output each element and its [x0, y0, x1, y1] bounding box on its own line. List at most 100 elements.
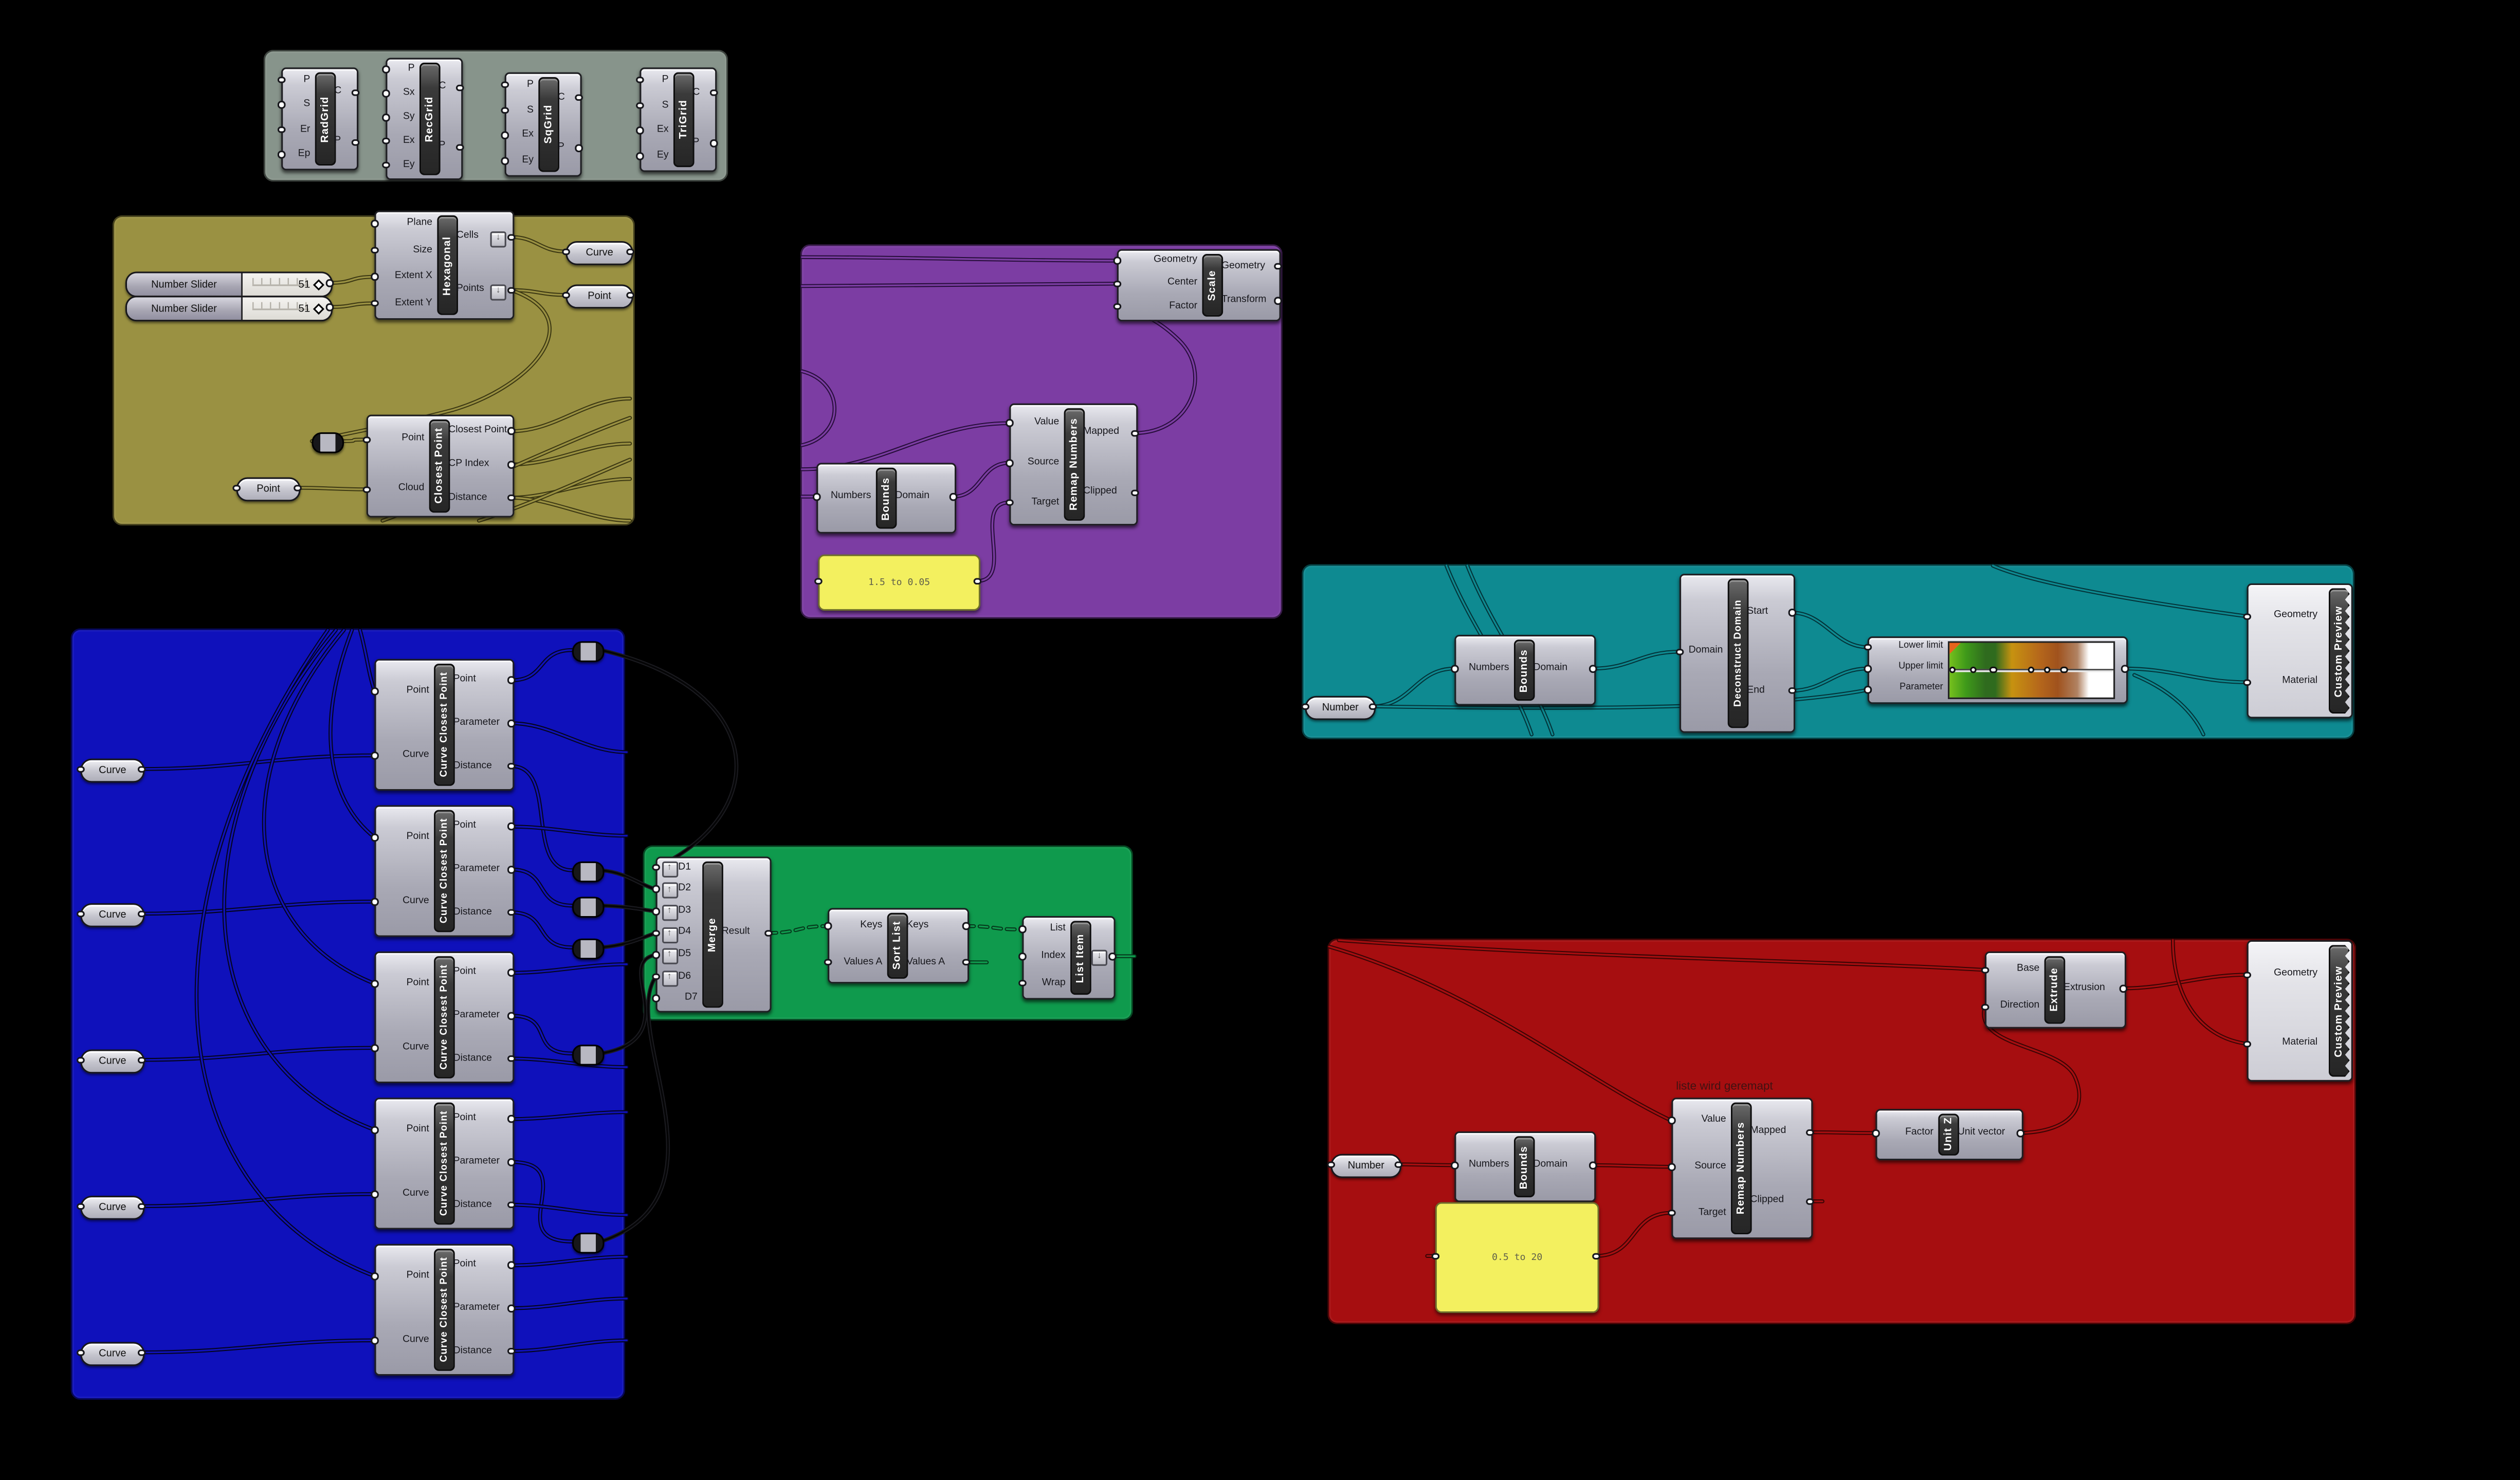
port-gradient-out[interactable] [2121, 665, 2128, 672]
port-sqgrid-in-0[interactable] [501, 81, 508, 88]
port-merge-in-1[interactable] [652, 886, 659, 893]
data-panel[interactable]: 1.5 to 0.05 [818, 555, 980, 611]
port-pointPill2-in[interactable] [232, 484, 240, 491]
gradient-handle[interactable] [2060, 667, 2068, 674]
port-ccp2-out-2[interactable] [507, 908, 515, 916]
component-sortlist[interactable]: Sort List [828, 908, 969, 983]
relay-node[interactable] [572, 897, 605, 918]
port-panelR-in[interactable] [1432, 1252, 1439, 1259]
port-ccp2-out-0[interactable] [507, 823, 515, 830]
port-remapP-in-0[interactable] [1006, 419, 1013, 427]
port-closestPoint-out-2[interactable] [507, 494, 515, 501]
port-radgrid-out-1[interactable] [352, 138, 359, 145]
component-cpreviewT[interactable]: Custom Preview [2247, 583, 2353, 719]
port-ccp5-out-0[interactable] [507, 1262, 515, 1269]
pill-curve[interactable]: Curve [80, 759, 144, 783]
port-remapR-in-2[interactable] [1668, 1209, 1675, 1216]
port-remapP-out-1[interactable] [1131, 489, 1138, 496]
port-sortlist-out-1[interactable] [962, 959, 970, 966]
port-ccp5-out-2[interactable] [507, 1347, 515, 1355]
port-curvePillB4-in[interactable] [77, 1202, 84, 1210]
port-remapR-out-1[interactable] [1806, 1198, 1813, 1205]
port-listitem-out-0[interactable] [1108, 953, 1116, 960]
pill-curve[interactable]: Curve [80, 903, 144, 927]
pill-curve[interactable]: Curve [80, 1342, 144, 1366]
port-radgrid-in-0[interactable] [278, 76, 285, 83]
pill-point[interactable]: Point [565, 284, 633, 308]
port-curvePill-in[interactable] [562, 248, 569, 255]
port-ccp2-out-1[interactable] [507, 866, 515, 873]
port-pointPill-in[interactable] [562, 291, 569, 298]
graft-up-button[interactable]: ↑ [661, 883, 677, 899]
port-recgrid-in-0[interactable] [382, 66, 389, 73]
port-unitz-out-0[interactable] [2017, 1129, 2024, 1137]
graft-up-button[interactable]: ↑ [661, 926, 677, 942]
pill-curve[interactable]: Curve [80, 1049, 144, 1073]
gradient-handle[interactable] [2044, 667, 2051, 674]
port-ccp1-in-1[interactable] [371, 752, 378, 759]
port-slider1-out[interactable] [326, 279, 333, 286]
port-extrude-out-0[interactable] [2120, 984, 2127, 992]
port-ccp3-in-1[interactable] [371, 1044, 378, 1051]
port-boundsT-in-0[interactable] [1451, 665, 1458, 672]
port-merge-out-0[interactable] [764, 929, 772, 937]
port-gradient-in-2[interactable] [1864, 686, 1871, 693]
port-closestPoint-out-1[interactable] [507, 461, 515, 468]
relay-node[interactable] [572, 641, 605, 662]
port-listitem-in-0[interactable] [1018, 926, 1026, 933]
port-curvePillB3-out[interactable] [138, 1056, 145, 1064]
port-panelP-in[interactable] [814, 577, 821, 584]
port-cpreviewR-in-0[interactable] [2243, 971, 2250, 978]
port-pointPill2-out[interactable] [294, 484, 301, 491]
port-sortlist-in-0[interactable] [824, 922, 831, 929]
group-curve-closest-points[interactable] [71, 628, 626, 1400]
gradient-bar[interactable] [1948, 641, 2115, 699]
port-ccp1-out-1[interactable] [507, 720, 515, 727]
relay-node[interactable] [312, 432, 344, 453]
port-sqgrid-in-2[interactable] [501, 132, 508, 139]
port-curvePillB5-out[interactable] [138, 1349, 145, 1356]
port-panelP-out[interactable] [974, 577, 981, 584]
port-boundsR-out-0[interactable] [1589, 1161, 1596, 1168]
component-cpreviewR[interactable]: Custom Preview [2247, 940, 2353, 1082]
port-deconstruct-in-0[interactable] [1676, 648, 1683, 655]
port-scale-in-2[interactable] [1113, 303, 1121, 310]
port-curvePillB3-in[interactable] [77, 1056, 84, 1064]
port-ccp4-out-0[interactable] [507, 1116, 515, 1123]
port-listitem-in-2[interactable] [1018, 979, 1026, 986]
port-curvePillB4-out[interactable] [138, 1202, 145, 1210]
port-scale-in-1[interactable] [1113, 280, 1121, 287]
pill-curve[interactable]: Curve [80, 1196, 144, 1220]
relay-node[interactable] [572, 1233, 605, 1254]
port-boundsR-in-0[interactable] [1451, 1161, 1458, 1168]
port-recgrid-in-3[interactable] [382, 137, 389, 144]
port-remapP-in-2[interactable] [1006, 499, 1013, 506]
port-numberPillT-out[interactable] [1369, 703, 1376, 710]
port-curvePillB5-in[interactable] [77, 1349, 84, 1356]
port-radgrid-in-3[interactable] [278, 151, 285, 158]
port-listitem-in-1[interactable] [1018, 953, 1026, 960]
port-ccp5-in-1[interactable] [371, 1337, 378, 1344]
slider-track[interactable]: 51 [243, 273, 331, 296]
expand-down-button[interactable]: ↓ [490, 284, 506, 300]
port-boundsP-in-0[interactable] [813, 493, 820, 500]
port-remapR-out-0[interactable] [1806, 1128, 1813, 1136]
port-sortlist-out-0[interactable] [962, 922, 970, 929]
port-sortlist-in-1[interactable] [824, 959, 831, 966]
port-hexagonal-in-0[interactable] [371, 220, 378, 227]
port-curvePillB2-out[interactable] [138, 910, 145, 917]
port-radgrid-in-1[interactable] [278, 101, 285, 108]
port-ccp5-out-1[interactable] [507, 1305, 515, 1312]
port-trigrid-in-0[interactable] [636, 77, 643, 84]
port-ccp3-out-0[interactable] [507, 969, 515, 976]
port-cpreviewT-in-0[interactable] [2243, 613, 2250, 620]
port-cpreviewR-in-1[interactable] [2243, 1040, 2250, 1047]
port-deconstruct-out-0[interactable] [1788, 609, 1796, 616]
port-recgrid-in-1[interactable] [382, 90, 389, 97]
pill-number[interactable]: Number [1305, 696, 1376, 720]
port-curvePill-out[interactable] [626, 248, 633, 255]
graft-up-button[interactable]: ↑ [661, 948, 677, 964]
port-gradient-in-1[interactable] [1864, 665, 1871, 672]
